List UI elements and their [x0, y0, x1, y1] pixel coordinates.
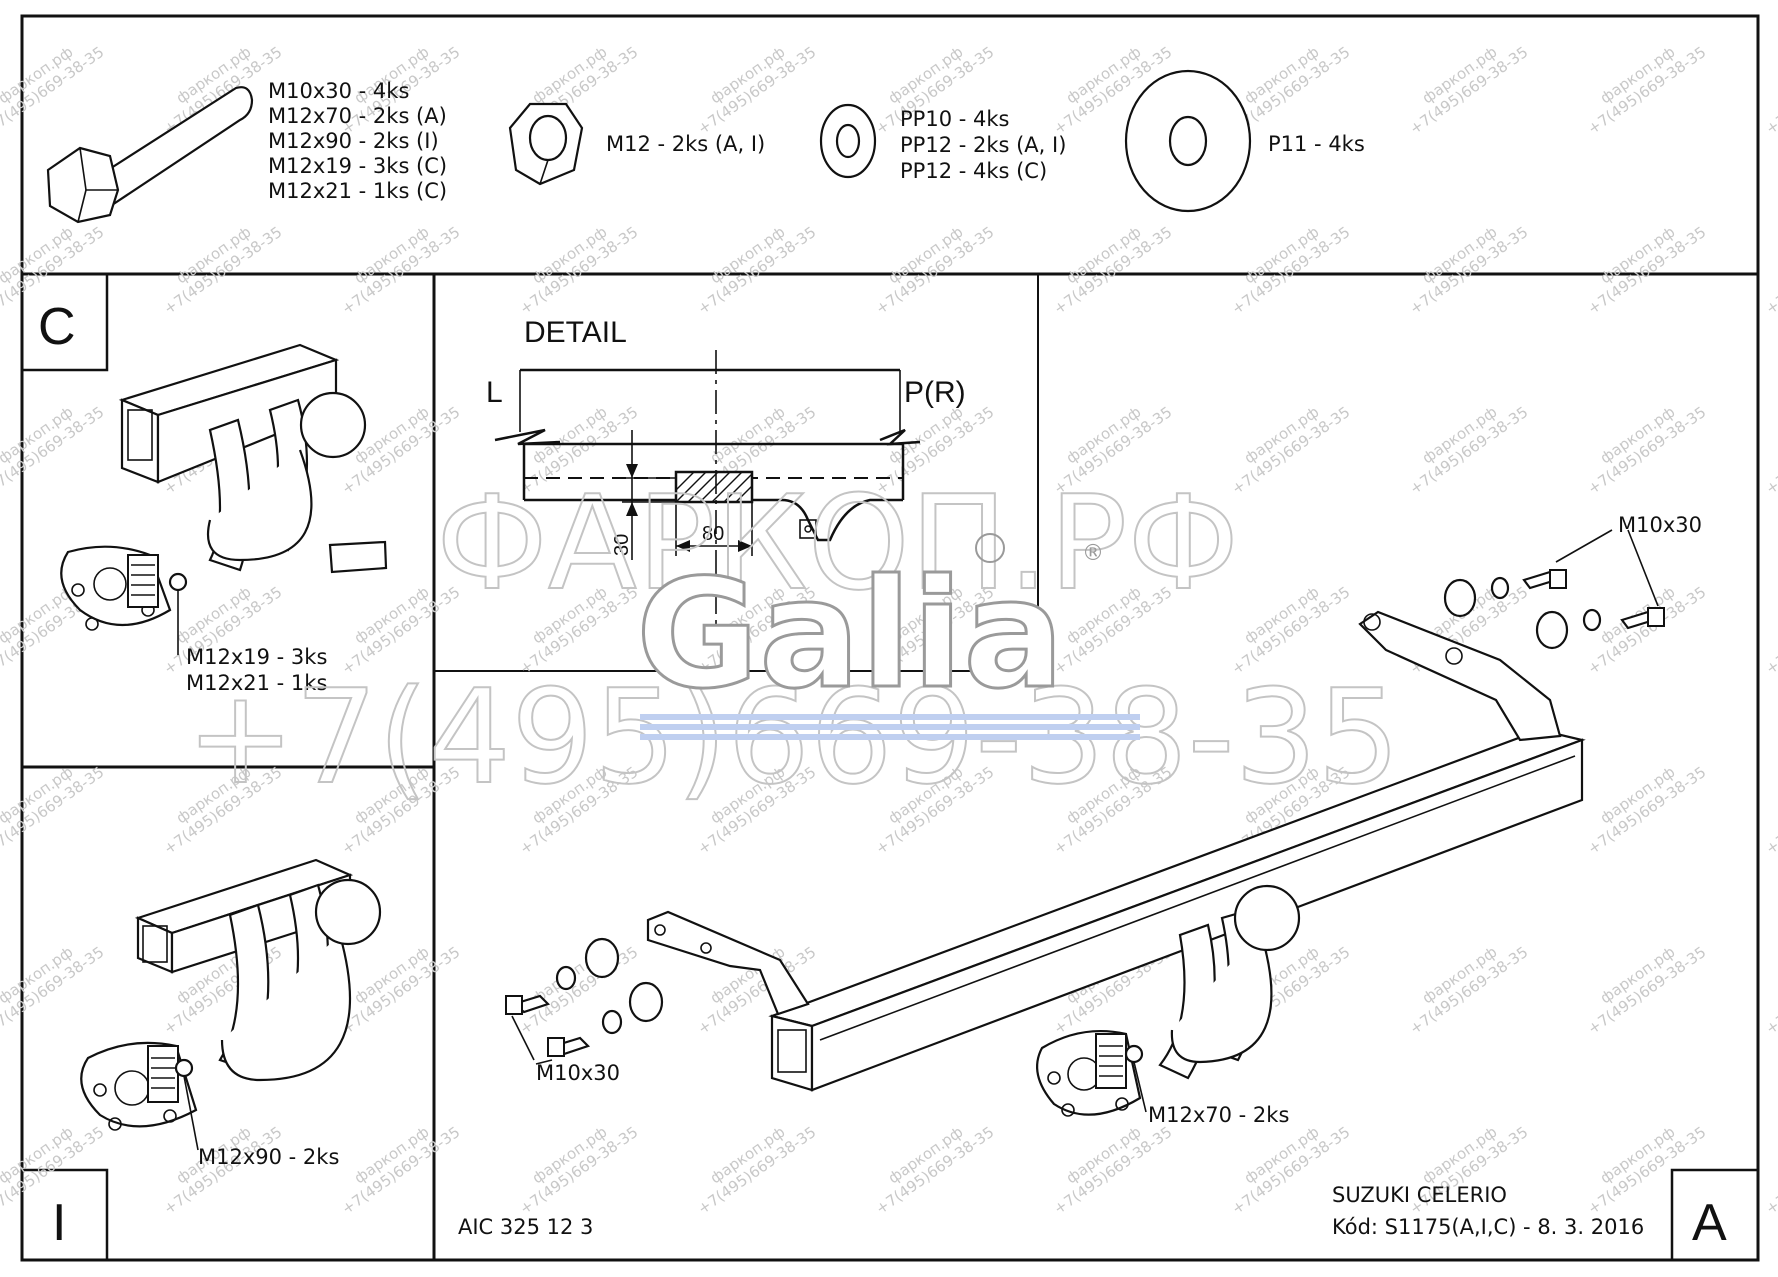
detail-dim-width: 80 — [702, 523, 724, 545]
bolt-spec-1: M10x30 - 4ks — [268, 79, 409, 103]
panel-a-letter: A — [1692, 1194, 1727, 1252]
watermark-tile: фаркоп.рф+7(495)669-38-35 — [872, 1123, 997, 1218]
bolt-spec-3: M12x90 - 2ks (I) — [268, 129, 439, 153]
watermark-phone: +7(495)669-38-35 — [1762, 403, 1778, 498]
panel-a: A — [458, 513, 1727, 1252]
bolt-spec-4: M12x19 - 3ks (C) — [268, 154, 447, 178]
watermark-tile: фаркоп.рф+7(495)669-38-35 — [160, 223, 285, 318]
watermark-tile: фаркоп.рф+7(495)669-38-35 — [1762, 763, 1778, 858]
watermark-tile: фаркоп.рф+7(495)669-38-35 — [338, 223, 463, 318]
panel-c: C M12x19 - 3ks M12x21 - 1ks — [38, 298, 388, 695]
panel-i-bolt-label: M12x90 - 2ks — [198, 1145, 339, 1169]
watermark-tile: фаркоп.рф+7(495)669-38-35 — [1584, 403, 1709, 498]
watermark-tile: фаркоп.рф+7(495)669-38-35 — [338, 1123, 463, 1218]
watermark-tile: фаркоп.рф+7(495)669-38-35 — [1762, 43, 1778, 138]
watermark-tile: фаркоп.рф+7(495)669-38-35 — [1762, 583, 1778, 678]
towbar-main-drawing — [505, 529, 1665, 1117]
watermark-tile: фаркоп.рф+7(495)669-38-35 — [0, 43, 107, 138]
washer-spec-2: PP12 - 2ks (A, I) — [900, 133, 1066, 157]
watermark-phone: +7(495)669-38-35 — [1762, 943, 1778, 1038]
washer-spec-3: PP12 - 4ks (C) — [900, 159, 1047, 183]
panel-i-letter: I — [52, 1194, 66, 1252]
watermark-tile: фаркоп.рф+7(495)669-38-35 — [1584, 1123, 1709, 1218]
frame — [20, 14, 1760, 1262]
watermark-tile: фаркоп.рф+7(495)669-38-35 — [1584, 223, 1709, 318]
watermark-tile: фаркоп.рф+7(495)669-38-35 — [1762, 223, 1778, 318]
watermark-tile: фаркоп.рф+7(495)669-38-35 — [1584, 43, 1709, 138]
watermark-phone: +7(495)669-38-35 — [1762, 763, 1778, 858]
watermark-tile: фаркоп.рф+7(495)669-38-35 — [1406, 943, 1531, 1038]
galia-logo: Galia ® — [635, 533, 1140, 740]
washer-spec-1: PP10 - 4ks — [900, 107, 1009, 131]
watermark-site-big: ФАРКОП.РФ — [436, 467, 1239, 619]
registered-mark: ® — [1082, 541, 1104, 566]
bolt-icon — [46, 86, 254, 224]
watermark-tile: фаркоп.рф+7(495)669-38-35 — [694, 1123, 819, 1218]
bolt-spec-2: M12x70 - 2ks (A) — [268, 104, 447, 128]
watermark-tile: фаркоп.рф+7(495)669-38-35 — [0, 943, 107, 1038]
watermark-phone: +7(495)669-38-35 — [1762, 43, 1778, 138]
detail-dim-height: 30 — [611, 534, 633, 556]
watermark-tile: фаркоп.рф+7(495)669-38-35 — [516, 223, 641, 318]
watermark-phone: +7(495)669-38-35 — [1762, 1123, 1778, 1218]
main-bolt-label-right: M10x30 — [1618, 513, 1702, 537]
nut-icon — [508, 102, 584, 186]
drawing-kod: Kód: S1175(A,I,C) - 8. 3. 2016 — [1332, 1215, 1644, 1239]
vehicle-model: SUZUKI CELERIO — [1332, 1183, 1507, 1207]
watermark-tile: фаркоп.рф+7(495)669-38-35 — [1406, 223, 1531, 318]
washer-large-spec: P11 - 4ks — [1268, 132, 1365, 156]
towbar-i-drawing — [80, 858, 382, 1151]
watermark-tile: фаркоп.рф+7(495)669-38-35 — [1762, 1123, 1778, 1218]
watermark-tile: фаркоп.рф+7(495)669-38-35 — [1762, 943, 1778, 1038]
watermark-tile: фаркоп.рф+7(495)669-38-35 — [1050, 223, 1175, 318]
panel-c-bolt-label-2: M12x21 - 1ks — [186, 671, 327, 695]
watermark-tile: фаркоп.рф+7(495)669-38-35 — [694, 43, 819, 138]
detail-title: DETAIL — [524, 316, 627, 349]
panel-c-letter: C — [38, 298, 76, 356]
watermark-tile: фаркоп.рф+7(495)669-38-35 — [1406, 403, 1531, 498]
watermark-phone: +7(495)669-38-35 — [1762, 223, 1778, 318]
panel-i: I M12x90 - 2ks — [52, 858, 382, 1252]
towbar-c-drawing — [60, 343, 388, 655]
watermark-tile: фаркоп.рф+7(495)669-38-35 — [1228, 223, 1353, 318]
watermark-tile: фаркоп.рф+7(495)669-38-35 — [516, 1123, 641, 1218]
panel-c-bolt-label-1: M12x19 - 3ks — [186, 645, 327, 669]
washer-small-icon — [819, 103, 877, 179]
drawing-code: AIC 325 12 3 — [458, 1215, 593, 1239]
main-ball-bolt-label: M12x70 - 2ks — [1148, 1103, 1289, 1127]
watermark-phone: +7(495)669-38-35 — [1762, 583, 1778, 678]
watermark-tile: фаркоп.рф+7(495)669-38-35 — [1406, 43, 1531, 138]
watermark-tile: фаркоп.рф+7(495)669-38-35 — [872, 223, 997, 318]
watermark-tile: фаркоп.рф+7(495)669-38-35 — [1584, 763, 1709, 858]
nut-spec: M12 - 2ks (A, I) — [606, 132, 765, 156]
watermark-tile: фаркоп.рф+7(495)669-38-35 — [694, 223, 819, 318]
detail-view: DETAIL L P(R) 30 — [486, 316, 966, 630]
watermark-tile: фаркоп.рф+7(495)669-38-35 — [0, 763, 107, 858]
watermark-tile: фаркоп.рф+7(495)669-38-35 — [1584, 943, 1709, 1038]
detail-left-label: L — [486, 376, 503, 409]
hardware-strip: M10x30 - 4ks M12x70 - 2ks (A) M12x90 - 2… — [46, 69, 1365, 224]
galia-logo-text: Galia — [636, 548, 1064, 722]
watermark-tile: фаркоп.рф+7(495)669-38-35 — [1762, 403, 1778, 498]
main-bolt-label-left: M10x30 — [536, 1061, 620, 1085]
bolt-spec-5: M12x21 - 1ks (C) — [268, 179, 447, 203]
washer-large-icon — [1124, 69, 1252, 213]
watermark-tile: фаркоп.рф+7(495)669-38-35 — [0, 403, 107, 498]
detail-right-label: P(R) — [904, 376, 966, 409]
